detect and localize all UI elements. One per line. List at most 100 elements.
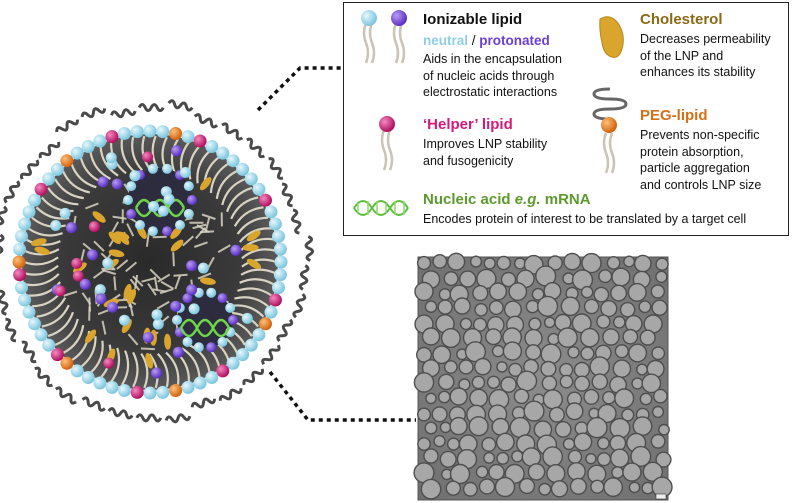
em-particle: [651, 346, 666, 361]
em-particle: [559, 374, 574, 389]
em-particle: [538, 482, 552, 496]
peg-chain: [80, 107, 107, 119]
lipid-tail: [132, 351, 139, 388]
lipid-head: [171, 145, 183, 157]
em-particle: [653, 388, 668, 404]
peg-lipid-head: [60, 356, 74, 370]
em-particle: [459, 317, 473, 331]
ionizable-lipid-head: [70, 364, 84, 378]
em-particle: [439, 421, 452, 434]
cholesterol-molecule: [199, 277, 216, 285]
lipid-tail: [41, 304, 70, 328]
cholesterol-molecule: [108, 249, 125, 258]
cholesterol-molecule: [199, 177, 212, 191]
em-particle: [417, 407, 432, 422]
peg-chain: [164, 413, 192, 424]
em-particle: [546, 464, 566, 484]
em-particle: [632, 416, 653, 436]
em-particle: [491, 344, 505, 358]
cholesterol-molecule: [108, 231, 121, 245]
lipid-tail: [110, 347, 121, 383]
em-particle: [609, 434, 627, 452]
lipid-tail: [140, 347, 155, 351]
lipid-tail: [195, 227, 206, 240]
helper-lipid-head: [216, 364, 230, 378]
em-particle: [567, 461, 586, 481]
peg-chain: [5, 317, 17, 343]
inner-lipid-head: [175, 220, 185, 230]
mrna-strand: [179, 318, 231, 338]
peg-chain: [167, 99, 194, 112]
inner-lipid-head: [193, 342, 204, 353]
lipid-tail: [141, 277, 156, 283]
em-particle: [559, 362, 574, 378]
peg-chain: [190, 397, 217, 409]
em-particle: [542, 446, 563, 467]
em-particle: [508, 362, 523, 377]
lipid-tail: [120, 139, 135, 173]
em-particle: [500, 271, 517, 288]
ionizable-lipid-head: [81, 371, 95, 384]
lipid-tail: [62, 325, 85, 355]
em-particle: [580, 346, 595, 361]
em-particle: [433, 434, 446, 448]
inner-lipid-head: [187, 195, 197, 205]
helper-lipid-head: [193, 134, 207, 148]
lipid-tail: [204, 217, 211, 232]
em-particle: [590, 479, 605, 494]
em-particle: [619, 301, 636, 318]
lipid-head: [95, 293, 107, 305]
ionizable-lipid-head: [70, 146, 84, 160]
em-particle: [580, 327, 600, 348]
lipid-tail: [234, 296, 269, 308]
lipid-tail: [131, 136, 144, 172]
inner-lipid-head: [182, 336, 193, 347]
em-particle: [518, 477, 536, 495]
peg-chain: [54, 386, 77, 405]
lipid-tail: [215, 169, 238, 199]
lipid-tail: [149, 268, 161, 280]
mrna-strand: [134, 198, 186, 218]
lipid-head: [65, 222, 77, 234]
em-particle: [488, 463, 505, 481]
desc-line: Aids in the encapsulation: [423, 52, 562, 66]
ionizable-lipid-head: [156, 125, 170, 139]
peg-lipid-icon: [592, 87, 628, 174]
lipid-head: [230, 244, 242, 256]
lipid-tail: [24, 264, 59, 276]
cholesterol-molecule: [170, 239, 184, 252]
em-particle: [471, 375, 486, 390]
lipid-head: [179, 167, 191, 178]
lipid-head: [172, 346, 184, 358]
desc-line: and controls LNP size: [640, 177, 762, 192]
lipid-tail: [182, 235, 194, 247]
peg-chain: [107, 407, 134, 420]
ionizable-lipid-neutral-icon: [361, 10, 377, 64]
ionizable-lipid-head: [216, 146, 230, 160]
ionizable-lipid-title: Ionizable lipid: [423, 11, 523, 28]
ionizable-lipid-head: [252, 328, 266, 342]
em-particle: [483, 451, 496, 464]
em-particle: [527, 463, 546, 481]
em-particle: [424, 300, 438, 314]
em-particle: [432, 253, 448, 269]
em-particle: [655, 451, 672, 468]
desc-line: and fusogenicity: [423, 153, 514, 168]
ionizable-lipid-head: [18, 293, 32, 307]
em-particle: [636, 363, 649, 376]
ionizable-lipid-head: [226, 356, 240, 370]
em-particle: [630, 445, 652, 467]
peg-chain: [19, 159, 40, 180]
connector-bottom: [268, 370, 416, 422]
lipid-tail: [27, 227, 63, 237]
nucleic-title-prefix: Nucleic acid: [423, 191, 515, 208]
em-particle: [567, 449, 583, 464]
lipid-tail: [93, 240, 105, 252]
inner-lipid-head: [126, 208, 137, 219]
cholesterol-title: Cholesterol: [640, 11, 723, 28]
ionizable-lipid-head: [272, 229, 285, 243]
peg-chain: [21, 340, 37, 364]
peg-chain: [221, 122, 244, 141]
em-particle: [583, 388, 600, 405]
